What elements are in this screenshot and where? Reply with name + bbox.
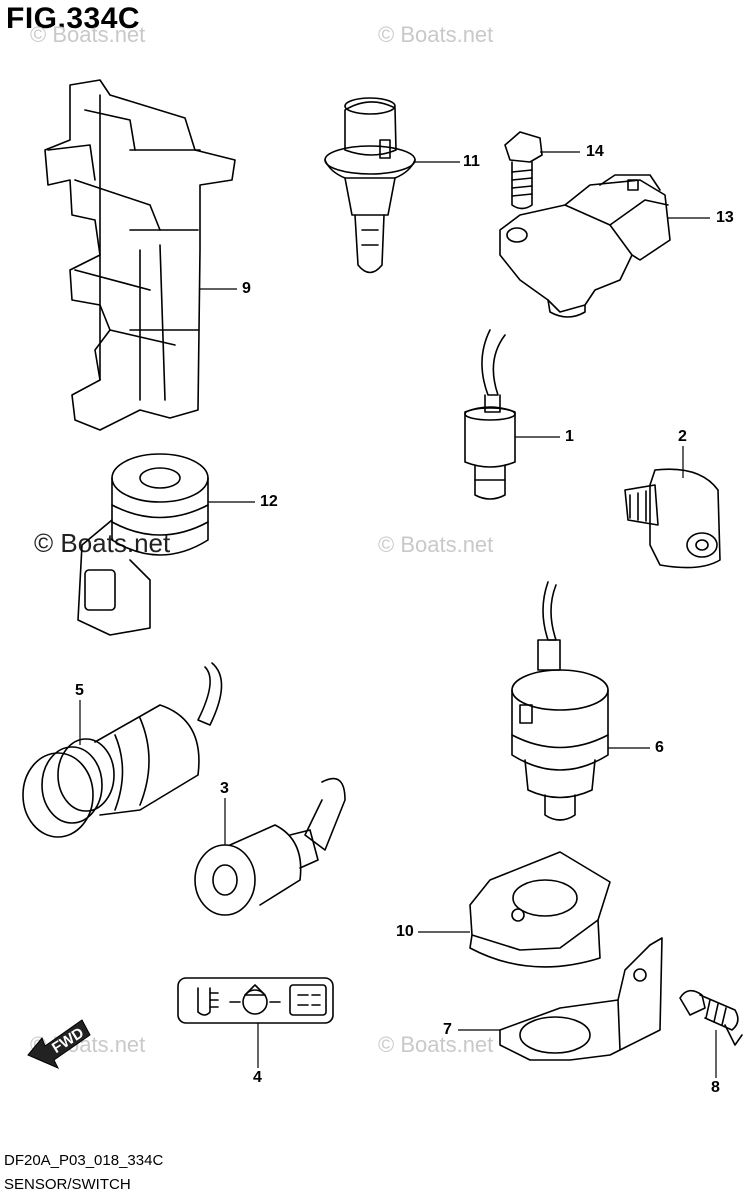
watermark: © Boats.net (378, 1032, 494, 1057)
callout-8: 8 (711, 1079, 720, 1096)
callout-12: 12 (260, 493, 278, 510)
part-5-sensor (22, 662, 223, 838)
callout-5: 5 (75, 682, 84, 699)
part-6-switch (511, 581, 609, 821)
figure-code: DF20A_P03_018_334C (4, 1152, 164, 1169)
callout-13: 13 (716, 209, 734, 226)
watermark: © Boats.net (30, 22, 146, 47)
callout-11: 11 (463, 153, 480, 170)
part-12-grommet (77, 453, 209, 636)
part-4-label (177, 977, 334, 1024)
callout-14: 14 (586, 143, 604, 160)
callout-1: 1 (565, 428, 574, 445)
watermark: © Boats.net (378, 532, 494, 557)
part-10-bracket (469, 851, 611, 968)
figure-title: FIG.334C (6, 2, 141, 35)
part-14-bolt (504, 131, 543, 210)
callout-2: 2 (678, 428, 687, 445)
fwd-arrow: FWD (27, 1019, 91, 1070)
figure-name: SENSOR/SWITCH (4, 1176, 131, 1193)
part-2-sensor (624, 468, 721, 569)
part-9-bracket (44, 79, 236, 431)
part-1-sensor (464, 329, 516, 500)
callout-10: 10 (396, 923, 414, 940)
watermark: © Boats.net (378, 22, 494, 47)
leader-lines (79, 151, 717, 1078)
callout-7: 7 (443, 1021, 452, 1038)
callout-9: 9 (242, 280, 251, 297)
part-8-bolt (679, 989, 743, 1046)
part-3-switch (194, 777, 346, 916)
callout-4: 4 (253, 1069, 262, 1086)
part-7-bracket (499, 937, 663, 1061)
callout-3: 3 (220, 780, 229, 797)
part-11-sensor (324, 97, 416, 274)
part-13-map-sensor (499, 174, 671, 318)
callout-6: 6 (655, 739, 664, 756)
watermark-dark: © Boats.net (34, 528, 171, 558)
